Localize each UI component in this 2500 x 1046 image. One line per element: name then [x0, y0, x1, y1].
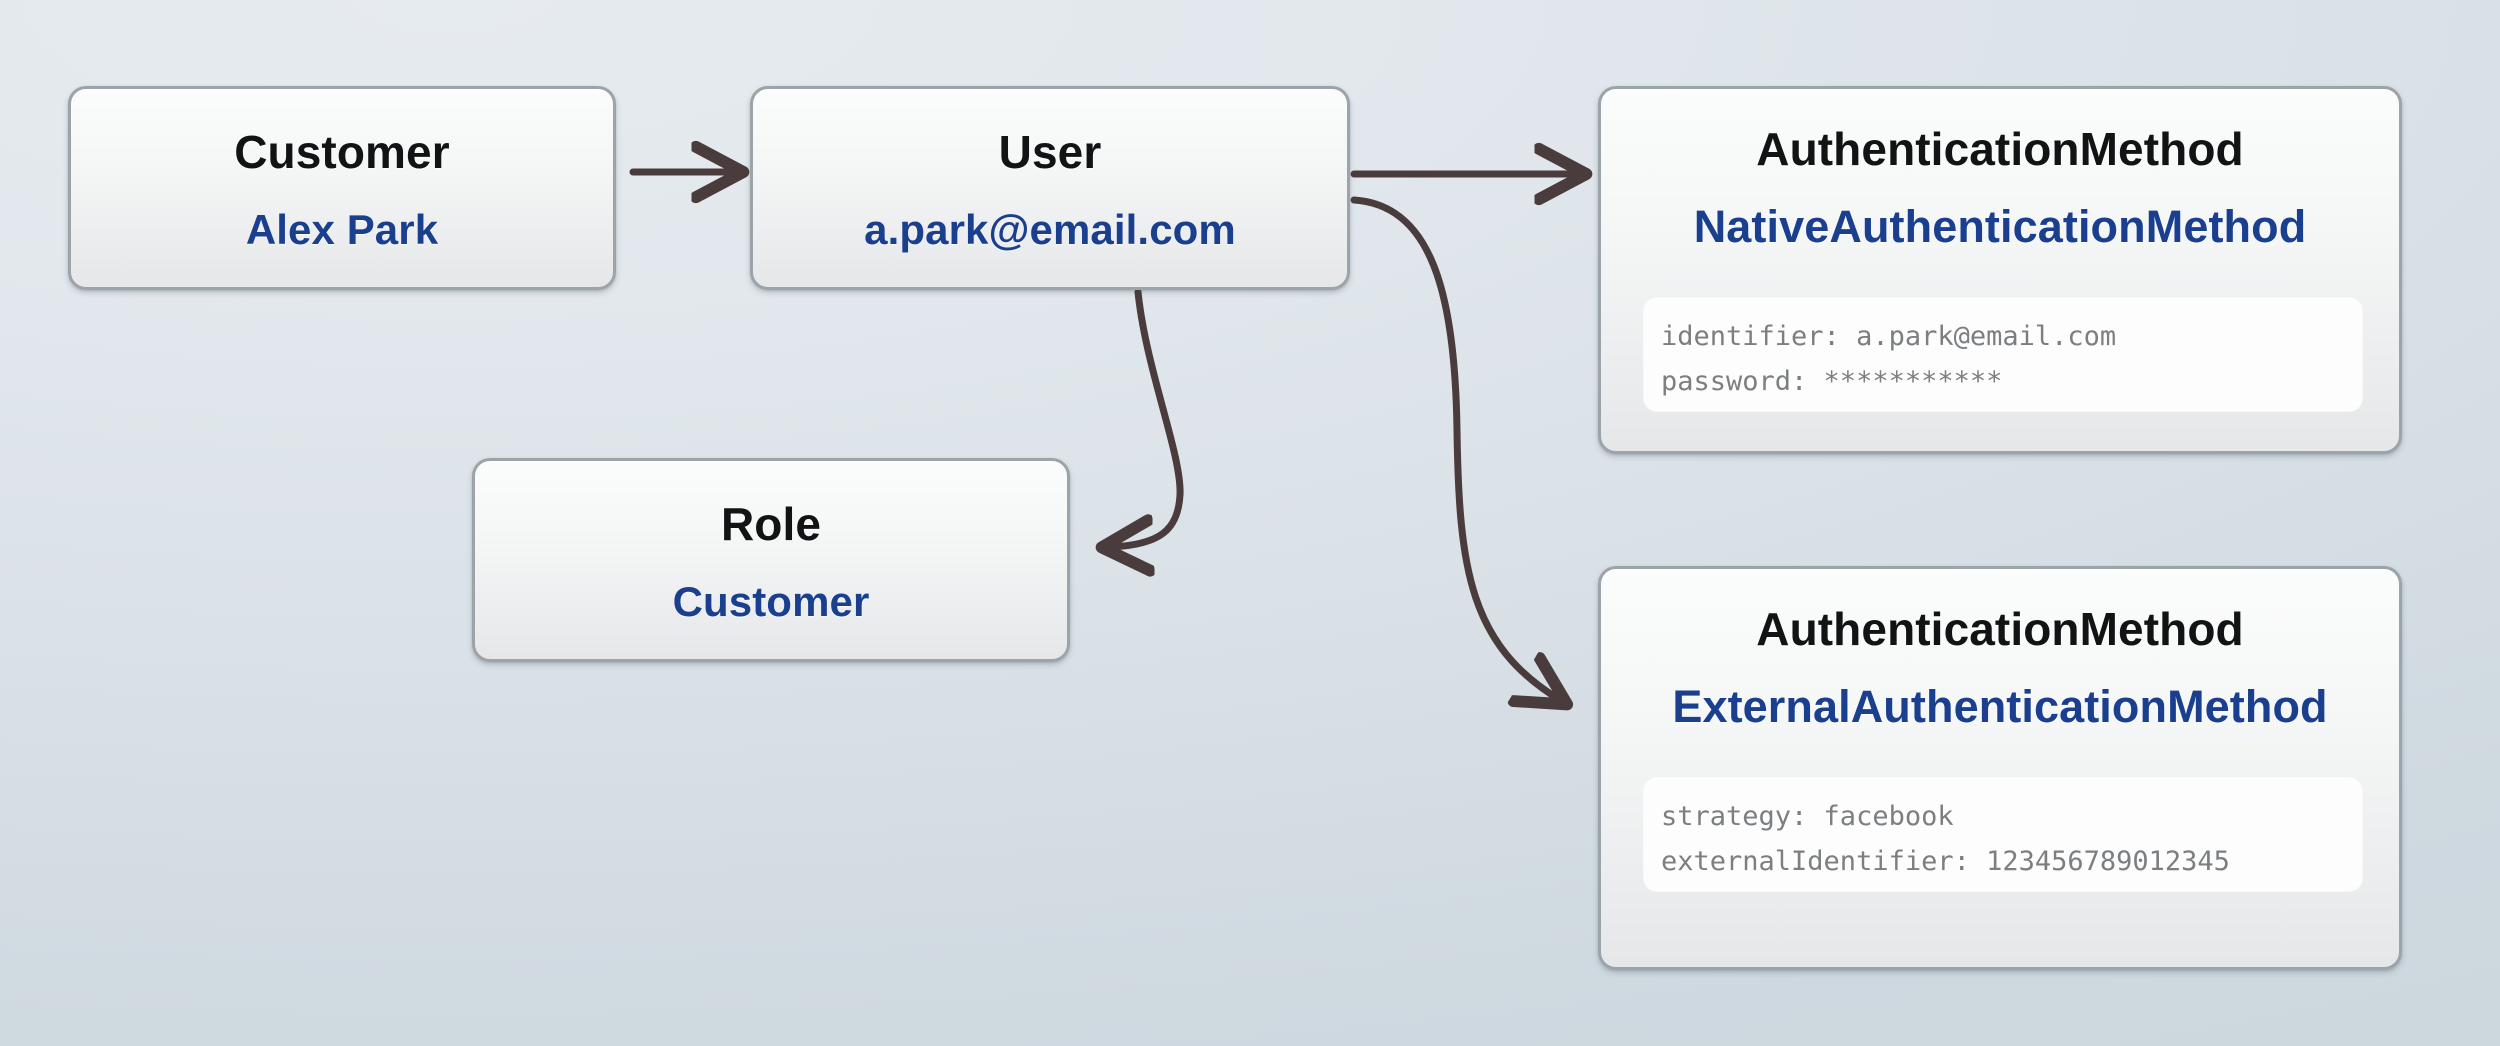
attribute-line: password: *********** [1661, 366, 2003, 397]
attribute-panel: identifier: a.park@email.com password: *… [1643, 297, 2363, 412]
entity-value-label: Alex Park [245, 206, 439, 253]
entity-type-label: User [998, 126, 1102, 178]
entity-value-label: Customer [672, 578, 870, 625]
entity-value-label: NativeAuthenticationMethod [1693, 201, 2307, 252]
attribute-line: externalIdentifier: 123456789012345 [1661, 846, 2230, 877]
edge-user-to-role [1110, 288, 1184, 547]
edge-user-to-external-auth [1350, 196, 1560, 700]
entity-node-user[interactable]: User a.park@email.com [750, 86, 1350, 290]
entity-type-label: Role [720, 498, 822, 550]
entity-value-label: a.park@email.com [864, 206, 1236, 253]
entity-type-label: AuthenticationMethod [1756, 123, 2244, 175]
entity-type-label: Customer [234, 126, 450, 178]
entity-node-role[interactable]: Role Customer [472, 458, 1070, 662]
attribute-line: identifier: a.park@email.com [1661, 321, 2117, 352]
entity-value-label: ExternalAuthenticationMethod [1672, 681, 2328, 732]
entity-type-label: AuthenticationMethod [1756, 603, 2244, 655]
attribute-line: strategy: facebook [1661, 801, 1954, 832]
entity-node-external-authentication-method[interactable]: AuthenticationMethod ExternalAuthenticat… [1598, 566, 2402, 970]
entity-node-native-authentication-method[interactable]: AuthenticationMethod NativeAuthenticatio… [1598, 86, 2402, 454]
attribute-panel: strategy: facebook externalIdentifier: 1… [1643, 777, 2363, 892]
entity-node-customer[interactable]: Customer Alex Park [68, 86, 616, 290]
